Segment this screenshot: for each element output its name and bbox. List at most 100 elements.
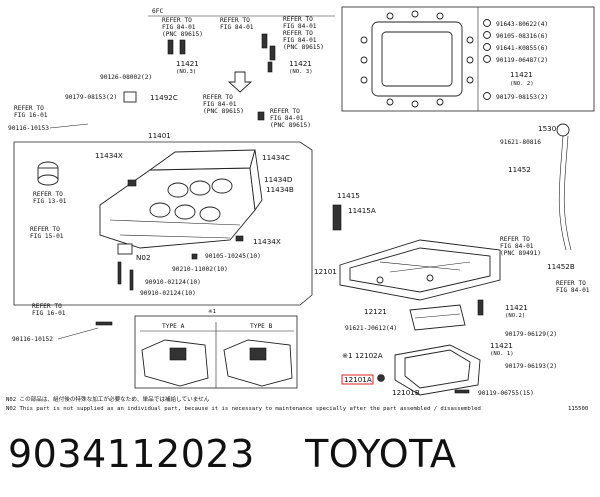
plate-part (123, 91, 137, 103)
bolt-part (117, 243, 198, 291)
legend-item: 90119-06487(2) (496, 57, 548, 64)
fig-ref-label: FIG 84-01 (283, 23, 317, 30)
bolt-part (477, 299, 484, 316)
type-a-pan (141, 339, 209, 387)
fig-ref-label: FIG 84-01 (220, 24, 254, 31)
bracket-part (332, 204, 342, 231)
part-number: 90179-06193(2) (505, 363, 557, 370)
legend-item: 91641-K0855(6) (496, 45, 548, 52)
type-b-pan (223, 339, 293, 387)
refer-to-label: REFER TO (500, 236, 530, 243)
part-number: 11421 (490, 341, 513, 350)
inset-note: ※1 (208, 308, 216, 315)
pnc-ref-label: (PNC 89615) (162, 31, 203, 38)
part-number: 11492C (150, 93, 178, 102)
sensor-part (257, 111, 265, 121)
part-number: 11434X (95, 151, 123, 160)
part-number: 90179-08153(2) (65, 94, 117, 101)
inset-type-a-label: TYPE A (162, 323, 185, 330)
part-number: 15301 (538, 124, 561, 133)
refer-to-label: REFER TO (33, 191, 63, 198)
part-number: 90116-10152 (12, 336, 53, 343)
pnc-ref-label: (PNC 89615) (283, 44, 324, 51)
direction-arrow (227, 71, 253, 93)
part-number: ※1 12102A (342, 351, 383, 360)
part-number: 11434C (262, 153, 290, 162)
fig-ref-label: FIG 84-01 (500, 243, 534, 250)
part-number: 91621-80816 (500, 139, 541, 146)
parts-diagram: 6FC REFER TO FIG 84-01 (PNC 89615) REFER… (6, 6, 595, 412)
bolt-part (454, 389, 470, 394)
part-note: (NO.3) (176, 69, 196, 75)
part-number: 90179-06129(2) (505, 331, 557, 338)
oil-pan-part (339, 239, 501, 301)
part-number: 90210-11002(10) (172, 266, 228, 273)
refer-to-label: REFER TO (203, 94, 233, 101)
fig-ref-label: FIG 16-01 (32, 310, 66, 317)
refer-to-label: REFER TO (556, 280, 586, 287)
pnc-ref-label: (PNC 89491) (500, 250, 541, 257)
refer-to-label: REFER TO (220, 17, 250, 24)
part-number: N02 (136, 253, 151, 262)
part-number: 90910-02124(10) (140, 290, 196, 297)
part-note: (NO. 1) (490, 351, 514, 357)
note-japanese: N02 この部品は、組付後の特殊な加工が必要なため、単品では補給していません (6, 395, 210, 403)
refer-to-label: REFER TO (30, 226, 60, 233)
legend-item: 11421 (510, 70, 533, 79)
refer-to-label: REFER TO (283, 16, 313, 23)
part-number: 11452 (508, 165, 531, 174)
legend-list: 91643-80622(4) 90105-08316(6) 91641-K085… (483, 19, 548, 101)
refer-to-label: REFER TO (32, 303, 62, 310)
legend-item: 91643-80622(4) (496, 21, 548, 28)
header-code: 6FC (152, 8, 163, 15)
inset-type-b-label: TYPE B (250, 323, 273, 330)
part-number: 91621-J0612(4) (345, 325, 397, 332)
diagram-number: 115500 (568, 406, 588, 412)
fig-ref-label: FIG 84-01 (162, 24, 196, 31)
block-frame (13, 141, 313, 306)
refer-to-label: REFER TO (162, 17, 192, 24)
part-number: 12101B (392, 388, 420, 397)
part-number: 11434B (266, 185, 294, 194)
part-number: 90126-08002(2) (100, 74, 152, 81)
part-number: 11415 (337, 191, 360, 200)
part-number: 11401 (148, 131, 171, 140)
part-number: 11421 (289, 59, 312, 68)
part-note: (NO.2) (505, 313, 525, 319)
note-english: N02 This part is not supplied as an indi… (6, 406, 481, 412)
part-number: 90910-02124(10) (145, 279, 201, 286)
fig-ref-label: FIG 84-01 (203, 101, 237, 108)
fig-ref-label: FIG 16-01 (14, 112, 48, 119)
fig-ref-label: FIG 84-01 (270, 115, 304, 122)
part-number: 90105-10245(10) (205, 253, 261, 260)
bolt-part (95, 321, 113, 326)
dipstick-handle (556, 123, 570, 137)
part-number: 90116-10153 (8, 125, 49, 132)
footer-part-title: 9034112023 TOYOTA (8, 432, 457, 476)
highlight-box (341, 374, 374, 385)
legend-frame (341, 6, 595, 112)
refer-to-label: REFER TO (283, 30, 313, 37)
fig-ref-label: FIG 84-01 (556, 287, 590, 294)
fig-ref-label: FIG 13-01 (33, 198, 67, 205)
pnc-ref-label: (PNC 89615) (203, 108, 244, 115)
cylinder-block-part (99, 149, 263, 249)
pnc-ref-label: (PNC 89615) (270, 122, 311, 129)
part-note: (NO. 3) (289, 69, 313, 75)
refer-to-label: REFER TO (14, 105, 44, 112)
part-number: 11452B (547, 262, 575, 271)
part-number: 11421 (505, 303, 528, 312)
part-number: 12101A (344, 375, 372, 384)
oil-pan-top-view (360, 10, 474, 108)
refer-to-label: REFER TO (270, 108, 300, 115)
fig-ref-label: FIG 84-01 (283, 37, 317, 44)
part-number: 12101 (314, 267, 337, 276)
legend-item: 90105-08316(6) (496, 33, 548, 40)
sensor-part (167, 33, 276, 73)
oil-pan-lower-part (394, 344, 481, 396)
part-number: 12121 (364, 307, 387, 316)
part-number: 11421 (176, 59, 199, 68)
dipstick-part (558, 135, 567, 251)
fig-ref-label: FIG 15-01 (30, 233, 64, 240)
legend-item: (NO. 2) (510, 81, 534, 87)
